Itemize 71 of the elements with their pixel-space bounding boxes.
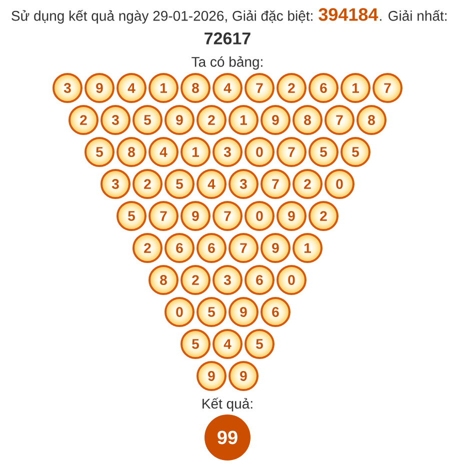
number-ball: 1	[340, 73, 370, 103]
number-ball: 6	[260, 297, 290, 327]
prize-number: 394184	[318, 8, 378, 21]
number-ball: 5	[132, 105, 162, 135]
number-ball: 5	[196, 297, 226, 327]
number-ball: 5	[116, 201, 146, 231]
number-ball: 5	[340, 137, 370, 167]
number-ball: 5	[180, 329, 210, 359]
number-ball: 7	[372, 73, 402, 103]
number-ball: 1	[180, 137, 210, 167]
number-ball: 9	[260, 233, 290, 263]
number-ball: 2	[276, 73, 306, 103]
number-ball: 2	[132, 233, 162, 263]
number-ball: 3	[100, 105, 130, 135]
number-ball: 0	[276, 265, 306, 295]
number-ball: 0	[244, 137, 274, 167]
number-ball: 5	[164, 169, 194, 199]
number-ball: 8	[180, 73, 210, 103]
number-ball: 9	[164, 105, 194, 135]
caption-text: Kết quả:	[202, 398, 252, 412]
number-ball: 2	[308, 201, 338, 231]
number-ball: 4	[212, 329, 242, 359]
number-ball: 9	[196, 361, 226, 391]
number-ball: 9	[276, 201, 306, 231]
number-ball: 2	[196, 105, 226, 135]
number-ball: 1	[292, 233, 322, 263]
number-ball: 8	[116, 137, 146, 167]
caption-text: Ta có bảng:	[192, 56, 262, 70]
number-ball: 7	[148, 201, 178, 231]
number-ball: 6	[244, 265, 274, 295]
number-ball: 4	[148, 137, 178, 167]
number-ball: 8	[356, 105, 386, 135]
number-ball: 6	[164, 233, 194, 263]
number-ball: 4	[196, 169, 226, 199]
number-ball: 2	[68, 105, 98, 135]
number-ball: 8	[292, 105, 322, 135]
number-ball: 3	[212, 137, 242, 167]
number-ball: 7	[244, 73, 274, 103]
number-ball: 9	[260, 105, 290, 135]
number-ball: 8	[148, 265, 178, 295]
number-ball: 5	[308, 137, 338, 167]
number-ball: 3	[212, 265, 242, 295]
number-ball: 0	[324, 169, 354, 199]
number-ball: 2	[292, 169, 322, 199]
number-ball: 7	[260, 169, 290, 199]
number-ball: 7	[212, 201, 242, 231]
number-ball: 7	[324, 105, 354, 135]
number-ball: 0	[244, 201, 274, 231]
number-ball: 9	[180, 201, 210, 231]
number-ball: 6	[308, 73, 338, 103]
number-ball: 6	[196, 233, 226, 263]
number-ball: 3	[228, 169, 258, 199]
number-ball: 5	[244, 329, 274, 359]
number-ball: 5	[84, 137, 114, 167]
number-ball: 7	[228, 233, 258, 263]
number-ball: 2	[132, 169, 162, 199]
number-ball: 3	[52, 73, 82, 103]
number-ball: 9	[228, 361, 258, 391]
prize-number: 72617	[204, 32, 250, 44]
number-ball: 4	[212, 73, 242, 103]
number-ball: 2	[180, 265, 210, 295]
number-ball: 1	[228, 105, 258, 135]
number-ball: 3	[100, 169, 130, 199]
number-ball: 7	[276, 137, 306, 167]
number-ball: 1	[148, 73, 178, 103]
number-ball: 9	[84, 73, 114, 103]
number-ball: 0	[164, 297, 194, 327]
number-ball: 9	[228, 297, 258, 327]
heading-text: Sử dụng kết quả ngày 29-01-2026, Giải đặc biệt:	[12, 10, 312, 24]
heading-text: . Giải nhất:	[380, 10, 446, 21]
number-ball: 4	[116, 73, 146, 103]
